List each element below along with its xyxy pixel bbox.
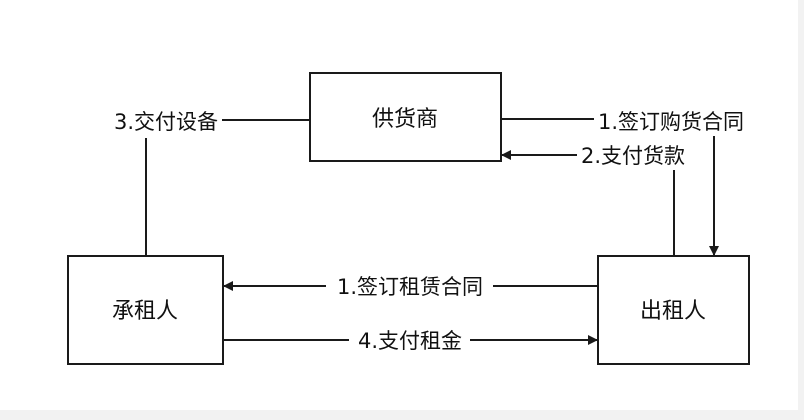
edge-sign-lease-contract-label: 1.签订租赁合同 [337, 275, 483, 299]
lessor-node: 出租人 [597, 255, 750, 365]
edge-pay-rent-label: 4.支付租金 [358, 329, 462, 353]
supplier-node: 供货商 [309, 72, 502, 162]
edge-sign-lease-contract: 1.签订租赁合同 [223, 275, 598, 299]
lessee-label: 承租人 [112, 299, 178, 324]
lessor-label: 出租人 [640, 299, 706, 324]
edge-pay-rent: 4.支付租金 [223, 329, 598, 353]
edge-pay-for-goods-label: 2.支付货款 [581, 144, 685, 168]
supplier-label: 供货商 [372, 107, 438, 132]
edge-deliver-equipment-label: 3.交付设备 [114, 110, 218, 134]
lessee-node: 承租人 [67, 255, 224, 365]
edge-pay-for-goods: 2.支付货款 [501, 144, 685, 256]
edge-deliver-equipment: 3.交付设备 [114, 110, 310, 256]
edge-sign-purchase-contract: 1.签订购货合同 [501, 110, 744, 256]
edge-sign-purchase-contract-label: 1.签订购货合同 [598, 110, 744, 134]
